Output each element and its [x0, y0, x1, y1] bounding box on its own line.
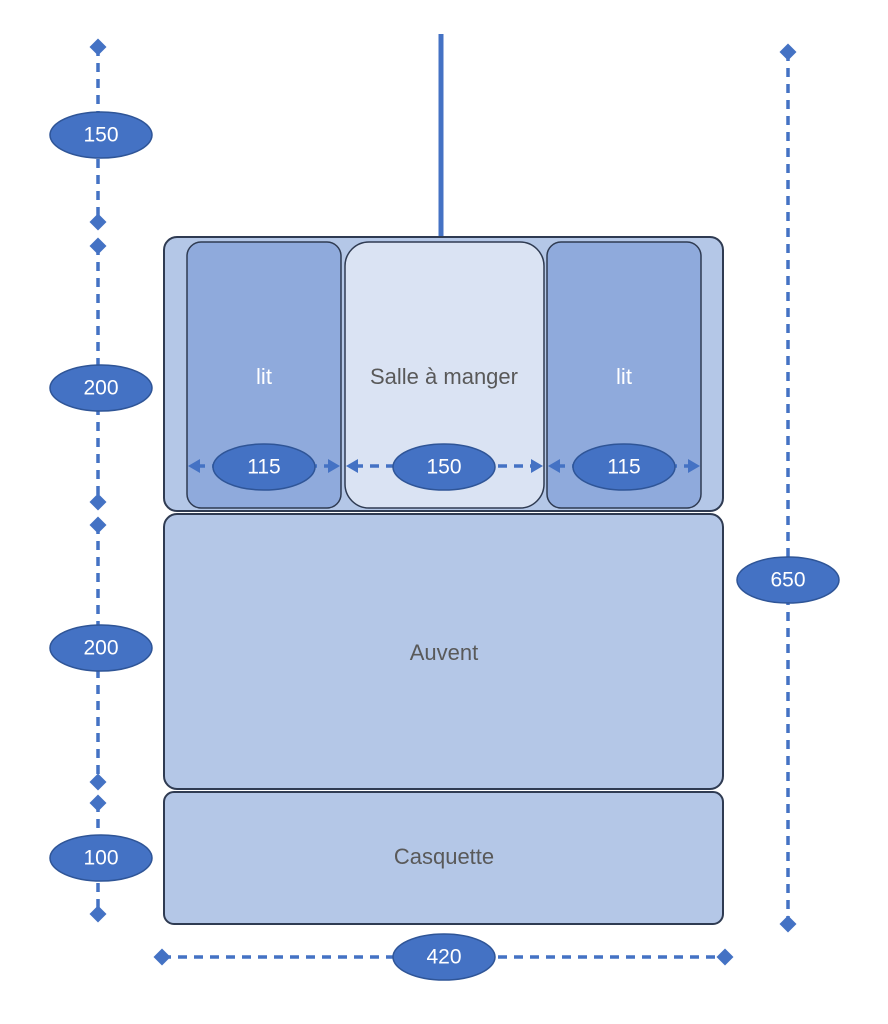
total-height-label: 650	[770, 569, 805, 592]
dining-width-badge	[392, 443, 496, 491]
awning-label: Auvent	[410, 640, 479, 665]
body-dimension-end-marker	[89, 493, 107, 511]
bed-right-room	[546, 241, 702, 509]
drawbar-dimension-label: 150	[83, 124, 118, 147]
awning-dimension-badge	[49, 624, 153, 672]
cap-dimension-label: 100	[83, 847, 118, 870]
drawbar-dimension-end-marker	[89, 213, 107, 231]
bed-right-width-arrow-right	[688, 459, 700, 473]
total-width-start-marker	[153, 948, 171, 966]
dining-room	[344, 241, 545, 509]
bed-right-width-badge	[572, 443, 676, 491]
dining-width-arrow-left	[346, 459, 358, 473]
dining-width-label: 150	[426, 456, 461, 479]
drawbar-dimension-start-marker	[89, 38, 107, 56]
total-height-start-marker	[779, 43, 797, 61]
cap-dimension-start-marker	[89, 794, 107, 812]
total-width-end-marker	[716, 948, 734, 966]
dining-width-arrow-right	[531, 459, 543, 473]
cap-room	[163, 791, 724, 925]
bed-left-room	[186, 241, 342, 509]
bed-right-width-arrow-left	[548, 459, 560, 473]
awning-dimension-end-marker	[89, 773, 107, 791]
total-height-badge	[736, 556, 840, 604]
body-dimension-start-marker	[89, 237, 107, 255]
bed-left-label: lit	[256, 364, 272, 389]
body-dimension-badge	[49, 364, 153, 412]
cap-dimension-badge	[49, 834, 153, 882]
bed-left-width-arrow-right	[328, 459, 340, 473]
drawbar-dimension-badge	[49, 111, 153, 159]
body-dimension-label: 200	[83, 377, 118, 400]
total-width-badge	[392, 933, 496, 981]
total-width-label: 420	[426, 946, 461, 969]
awning-room	[163, 513, 724, 790]
bed-right-label: lit	[616, 364, 632, 389]
awning-dimension-label: 200	[83, 637, 118, 660]
cap-label: Casquette	[394, 844, 494, 869]
total-height-end-marker	[779, 915, 797, 933]
bed-left-width-label: 115	[247, 456, 280, 479]
bed-right-width-label: 115	[607, 456, 640, 479]
cap-dimension-end-marker	[89, 905, 107, 923]
bed-left-width-arrow-left	[188, 459, 200, 473]
awning-dimension-start-marker	[89, 516, 107, 534]
bed-left-width-badge	[212, 443, 316, 491]
dining-room-label: Salle à manger	[370, 364, 518, 389]
